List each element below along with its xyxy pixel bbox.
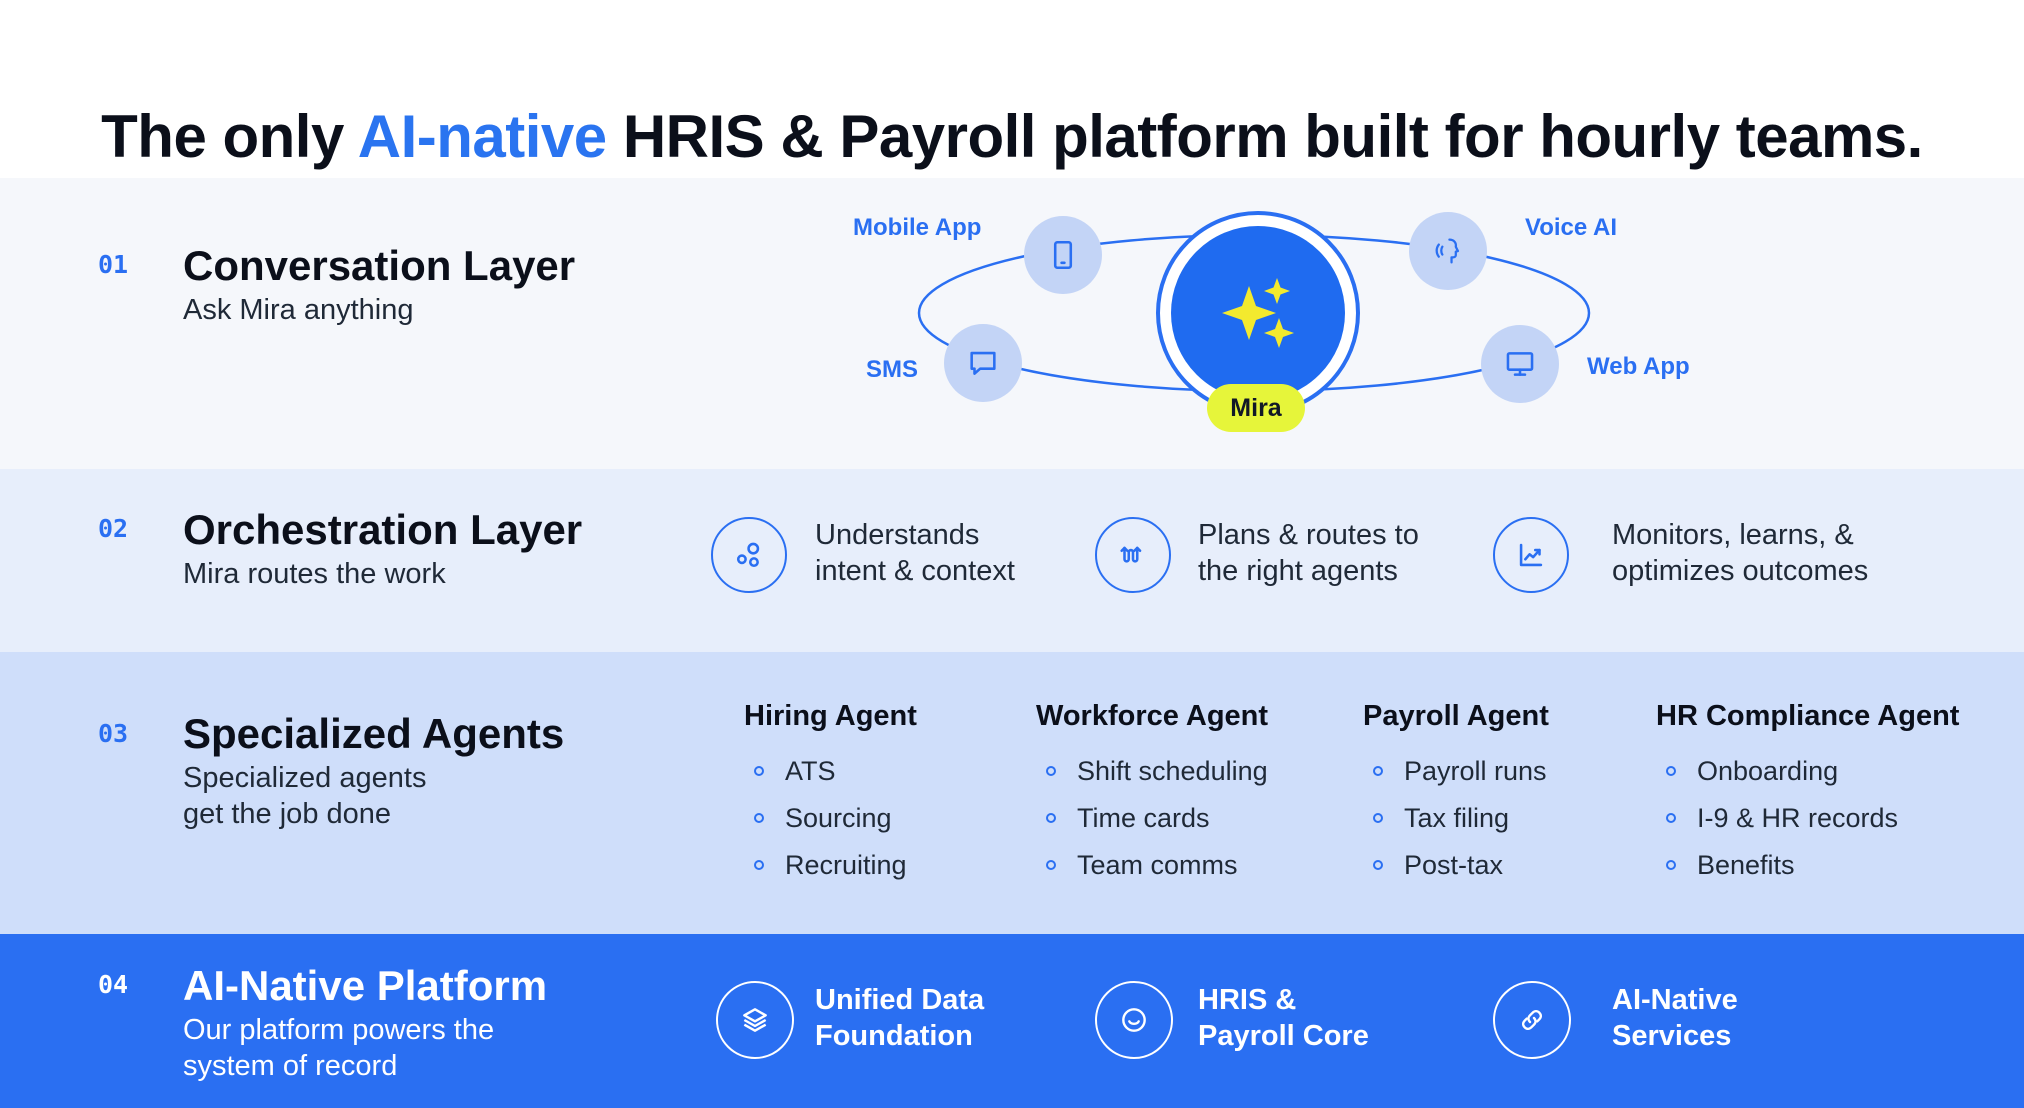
- headline-before: The only: [101, 103, 358, 171]
- orchestration-layer: 02 Orchestration Layer Mira routes the w…: [0, 469, 2024, 652]
- agent-column: Workforce Agent Shift scheduling Time ca…: [1036, 700, 1268, 889]
- link-icon: [1493, 981, 1571, 1059]
- agent-capability-label: Team comms: [1077, 850, 1238, 880]
- layer-subtitle: Mira routes the work: [183, 558, 446, 590]
- layer-number: 04: [98, 970, 129, 999]
- layers-icon: [716, 981, 794, 1059]
- phone-icon: [1024, 216, 1102, 294]
- bullet-icon: [754, 766, 764, 776]
- agent-capability-label: Shift scheduling: [1077, 756, 1268, 786]
- layer-number: 02: [98, 514, 129, 543]
- feature-text: Understands intent & context: [815, 519, 1015, 587]
- nodes-icon: [711, 517, 787, 593]
- platform-text: AI-Native Services: [1612, 984, 1738, 1052]
- layer-title: Specialized Agents: [183, 710, 565, 757]
- agent-title: Hiring Agent: [744, 700, 917, 732]
- agent-capability-label: I-9 & HR records: [1697, 803, 1899, 833]
- bullet-icon: [1373, 813, 1383, 823]
- agent-capability-label: Recruiting: [785, 850, 907, 880]
- agent-capability-label: Onboarding: [1697, 756, 1839, 786]
- agent-capability: Onboarding: [1656, 748, 1959, 795]
- channel-diagram: Mira Mobile App Voice AI SMS Web App: [0, 178, 2024, 469]
- bullet-icon: [1373, 860, 1383, 870]
- bullet-icon: [1046, 766, 1056, 776]
- agent-capability-label: Post-tax: [1404, 850, 1504, 880]
- agent-capability-label: Benefits: [1697, 850, 1795, 880]
- agent-capability: Recruiting: [744, 842, 917, 889]
- chat-icon: [944, 324, 1022, 402]
- monitor-icon: [1481, 325, 1559, 403]
- bullet-icon: [1666, 766, 1676, 776]
- agent-capability-label: Sourcing: [785, 803, 892, 833]
- agent-capability: Time cards: [1036, 795, 1268, 842]
- layer-subtitle: Our platform powers the system of record: [183, 1014, 495, 1082]
- layer-title: Orchestration Layer: [183, 506, 583, 553]
- channel-label: Voice AI: [1525, 214, 1618, 241]
- agent-column: Payroll Agent Payroll runs Tax filing Po…: [1363, 700, 1549, 889]
- agent-column: HR Compliance Agent Onboarding I-9 & HR …: [1656, 700, 1959, 889]
- channel-label: Mobile App: [853, 214, 982, 241]
- layer-subtitle: Ask Mira anything: [183, 294, 414, 326]
- bullet-icon: [1046, 860, 1056, 870]
- agent-capability-label: Tax filing: [1404, 803, 1510, 833]
- agent-capability: Tax filing: [1363, 795, 1549, 842]
- bullet-icon: [1373, 766, 1383, 776]
- agent-title: Workforce Agent: [1036, 700, 1269, 732]
- agent-capability: I-9 & HR records: [1656, 795, 1959, 842]
- agent-capability-label: Time cards: [1077, 803, 1210, 833]
- page-headline: The only AI-native HRIS & Payroll platfo…: [0, 102, 2024, 171]
- agent-capability-label: ATS: [785, 756, 836, 786]
- layer-title: Conversation Layer: [183, 242, 576, 289]
- layer-number: 03: [98, 719, 129, 748]
- agent-capability: Benefits: [1656, 842, 1959, 889]
- bullet-icon: [754, 813, 764, 823]
- channel-label: SMS: [866, 356, 919, 383]
- agent-capability: Shift scheduling: [1036, 748, 1268, 795]
- headline-accent: AI-native: [357, 103, 607, 171]
- layer-title: AI-Native Platform: [183, 962, 548, 1009]
- layer-subtitle: Specialized agents get the job done: [183, 762, 427, 830]
- agent-title: Payroll Agent: [1363, 700, 1549, 732]
- agents-layer: 03 Specialized Agents Specialized agents…: [0, 652, 2024, 934]
- agent-column: Hiring Agent ATS Sourcing Recruiting: [744, 700, 917, 889]
- voice-icon: [1409, 212, 1487, 290]
- agent-capability: Sourcing: [744, 795, 917, 842]
- bullet-icon: [754, 860, 764, 870]
- platform-text: HRIS & Payroll Core: [1198, 984, 1369, 1052]
- platform-text: Unified Data Foundation: [815, 984, 985, 1052]
- agent-capability: ATS: [744, 748, 917, 795]
- feature-text: Monitors, learns, & optimizes outcomes: [1612, 519, 1869, 587]
- bullet-icon: [1666, 860, 1676, 870]
- route-icon: [1095, 517, 1171, 593]
- conversation-layer: 01 Conversation Layer Ask Mira anything …: [0, 178, 2024, 469]
- platform-layer: 04 AI-Native Platform Our platform power…: [0, 934, 2024, 1108]
- agent-title: HR Compliance Agent: [1656, 700, 1960, 732]
- mira-hub-label: Mira: [1207, 384, 1305, 432]
- trend-chart-icon: [1493, 517, 1569, 593]
- agent-capability: Post-tax: [1363, 842, 1549, 889]
- orbit-ring: [917, 233, 1591, 393]
- sparkles-icon: [1171, 226, 1345, 400]
- bullet-icon: [1666, 813, 1676, 823]
- smile-icon: [1095, 981, 1173, 1059]
- agent-capability: Team comms: [1036, 842, 1268, 889]
- agent-capability: Payroll runs: [1363, 748, 1549, 795]
- layer-number: 01: [98, 250, 129, 279]
- channel-label: Web App: [1587, 353, 1690, 380]
- agent-capability-label: Payroll runs: [1404, 756, 1547, 786]
- headline-after: HRIS & Payroll platform built for hourly…: [606, 103, 1924, 171]
- feature-text: Plans & routes to the right agents: [1198, 519, 1419, 587]
- bullet-icon: [1046, 813, 1056, 823]
